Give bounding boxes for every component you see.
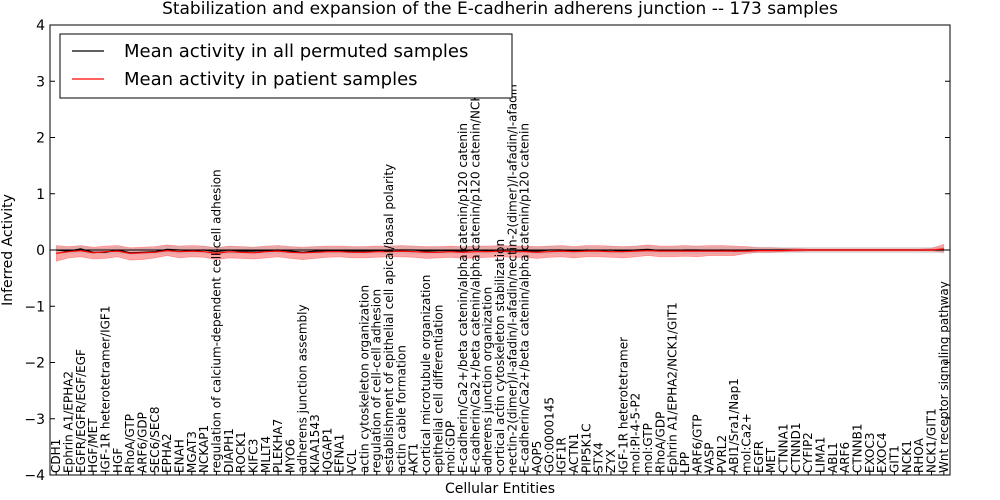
x-tick-label: epithelial cell differentiation [431,305,445,473]
y-tick-label: −4 [24,468,45,484]
legend: Mean activity in all permuted samplesMea… [59,33,513,99]
x-tick-label: LPP [678,452,692,473]
x-tick-label: LIMA1 [814,437,828,473]
x-tick-label: NCKAP1 [197,425,211,473]
x-tick-label: E-cadherin/Ca2+/beta catenin/alpha caten… [518,123,532,473]
x-tick-label: PLEKHA7 [271,419,285,473]
x-tick-label: AKT1 [407,443,421,473]
x-tick-label: MYO6 [283,439,297,473]
x-tick-label: mol:PI-4-5-P2 [629,393,643,473]
x-tick-label: mol:GTP [641,423,655,473]
x-tick-label: mol:Ca2+ [740,413,754,473]
y-axis: −4 −3 −2 −1 0 1 2 3 4 [24,18,950,484]
x-tick-label: CDH1 [49,439,63,473]
y-tick-label: −3 [24,412,45,428]
x-tick-label: STX4 [592,442,606,473]
x-tick-label: CTNNB1 [851,423,865,473]
x-tick-label: ARF6/GDP [136,412,150,473]
x-tick-label: IGF-1R heterotetramer/IGF1 [99,306,113,473]
x-tick-label: EXOC3 [863,433,877,474]
x-tick-label: mol:GDP [444,421,458,473]
x-tick-label: VCL [345,449,359,473]
x-tick-label: Wnt receptor signaling pathway [937,281,951,473]
series-line-1 [56,248,944,255]
x-tick-label: ACTN1 [567,433,581,473]
y-tick-label: 1 [36,187,45,203]
legend-label: Mean activity in all permuted samples [124,41,468,62]
x-tick-label: EGFR [752,441,766,473]
x-tick-label: SEC6/SEC8 [148,407,162,473]
x-tick-label: regulation of calcium-dependent cell-cel… [209,169,223,473]
x-tick-label: MET [764,447,778,473]
x-axis-label: Cellular Entities [445,481,555,497]
chart-title: Stabilization and expansion of the E-cad… [162,0,838,19]
x-tick-label: CYFIP2 [801,432,815,473]
x-tick-label: NCK1 [900,440,914,473]
x-tick-label: GIT1 [888,445,902,473]
x-tick-label: adherens junction assembly [296,304,310,473]
x-tick-label: RhoA/GDP [653,412,667,473]
y-tick-label: −2 [24,356,45,372]
x-tick-label: adherens junction organization [481,287,495,473]
x-tick-label: RHOA [912,437,926,473]
x-tick-label: HGF/MET [86,418,100,473]
y-tick-label: −1 [24,299,45,315]
y-tick-label: 0 [36,243,45,259]
x-tick-label: cortical actin cytoskeleton stabilizatio… [493,239,507,473]
x-tick-label: EXOC4 [875,433,889,474]
x-tick-label: ABL1 [826,442,840,473]
x-tick-label: AQP5 [530,441,544,473]
x-tick-label: CTNNA1 [777,423,791,473]
legend-label: Mean activity in patient samples [124,69,418,90]
x-tick-label: regulation of cell-cell adhesion [370,289,384,473]
x-tick-label: cortical microtubule organization [419,275,433,473]
x-tick-label: IGF-1R heterotetramer [616,337,630,473]
x-tick-label: ROCK1 [234,431,248,473]
x-tick-label: ENAH [173,439,187,473]
x-tick-label: EPHA2 [160,433,174,473]
x-tick-label: NCK1/GIT1 [925,408,939,473]
x-tick-label: Ephrin A1/EPHA2/NCK1/GIT1 [666,302,680,473]
x-tick-label: EFNA1 [333,434,347,473]
x-tick-label: EGFR/EGFR/EGF/EGF [74,349,88,473]
x-tick-label: DIAPH1 [222,428,236,473]
x-tick-label: E-cadherin/Ca2+/beta catenin/alpha caten… [456,123,470,473]
x-tick-label: actin cable formation [394,345,408,473]
y-axis-label: Inferred Activity [0,194,16,306]
x-tick-label: actin cytoskeleton organization [357,285,371,473]
y-tick-label: 4 [36,18,45,34]
x-tick-label: PVRL2 [715,435,729,473]
x-tick-label: HGF [111,448,125,473]
band-0 [55,243,945,262]
x-tick-label: PIP5K1C [579,423,593,473]
x-tick-label: MLLT4 [259,436,273,473]
x-tick-label: IQGAP1 [320,428,334,473]
x-tick-label: KIAA1543 [308,414,322,473]
x-tick-label: VASP [703,442,717,473]
x-tick-label: ABI1/Sra1/Nap1 [727,378,741,473]
series-lines [56,248,944,255]
x-tick-label: E-cadherin/Ca2+/beta catenin/alpha caten… [468,71,482,473]
x-tick-label: GO:0000145 [542,397,556,473]
y-tick-label: 2 [36,131,45,147]
x-tick-label: ARF6 [838,442,852,473]
y-tick-label: 3 [36,74,45,90]
legend-box [59,33,513,99]
x-tick-label: ARF6/GTP [690,414,704,473]
x-tick-label: IGF1R [555,437,569,473]
x-tick-label: establishment of epithelial cell apical/… [382,164,396,473]
x-tick-label: ZYX [604,449,618,473]
x-tick-label: MGAT3 [185,431,199,473]
x-tick-label: nectin-2(dimer)/I-afadin/I-afadin/nectin… [505,84,519,473]
x-tick-label: KIFC3 [246,439,260,473]
x-tick-label: Ephrin A1/EPHA2 [62,371,76,473]
x-tick-label: CTNND1 [789,422,803,473]
x-tick-label: RhoA/GTP [123,414,137,473]
